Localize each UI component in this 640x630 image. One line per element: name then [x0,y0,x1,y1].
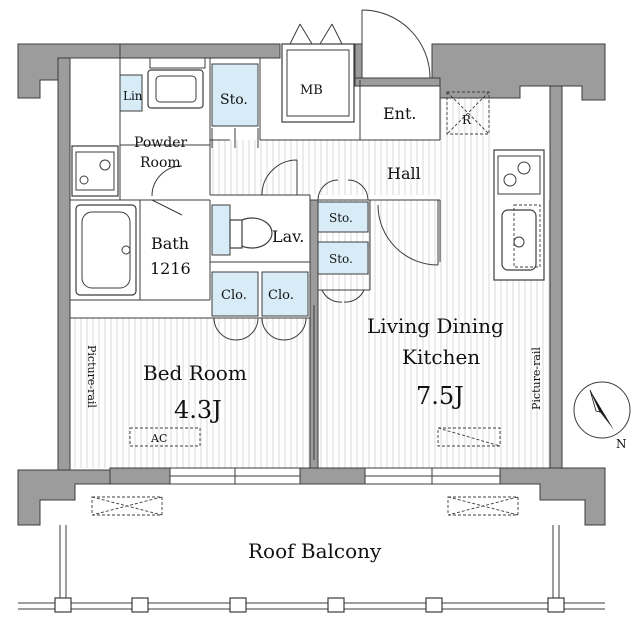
powder-storage [211,63,259,127]
linen-label: Lin [123,89,143,103]
entrance-label: Ent. [383,104,417,123]
linen-cupboard [119,74,143,112]
interior-walls [70,58,441,319]
closet-1 [211,271,259,317]
ac-unit-ldk [437,427,501,447]
bath-label: Bath [151,234,189,253]
ldk-door[interactable] [377,200,439,266]
bedroom-label: Bed Room [143,361,247,385]
washing-machine [71,145,119,197]
powder-room-label-1: Powder [134,135,188,151]
powder-room-label-2: Room [140,155,181,171]
compass: N [573,381,631,451]
balcony-label: Roof Balcony [248,539,382,563]
storage-upper [317,201,369,233]
meter-box [281,43,355,123]
picture-rail-left-label: Picture-rail [85,345,98,408]
kitchen-floor [440,85,490,285]
wash-basin [147,69,204,109]
picture-rail-right-label: Picture-rail [530,347,543,410]
storage-upper-label: Sto. [329,211,353,225]
storage-lower-label: Sto. [329,252,353,266]
balcony-railing [18,525,605,613]
stove [497,155,541,195]
bath-size-label: 1216 [150,259,191,278]
exterior-walls [17,43,606,526]
outdoor-unit-2 [447,496,519,516]
bedroom-size-label: 4.3J [174,396,222,424]
ac-unit-bedroom [129,427,201,447]
bedroom-floor [70,318,312,468]
hall-label: Hall [387,164,421,183]
ldk-size-label: 7.5J [416,382,464,410]
closet-2-label: Clo. [268,288,294,303]
closet-2 [261,271,309,317]
ac-label: AC [150,432,167,445]
compass-north-label: N [616,437,627,451]
storage-main-label: Sto. [220,92,248,108]
hall-floor [210,140,440,195]
bathtub [75,204,137,296]
ldk-label-1: Living Dining [367,314,504,338]
lavatory-label: Lav. [272,227,304,246]
storage-lower [317,241,369,275]
refrigerator-label: R [462,113,472,127]
closet-1-label: Clo. [221,288,247,303]
kitchen-sink [501,209,537,271]
windows [149,57,501,485]
outdoor-unit-1 [91,496,163,516]
entrance-door[interactable] [361,9,431,79]
meter-box-label: MB [300,83,323,98]
ldk-label-2: Kitchen [402,345,480,369]
refrigerator-space [446,91,490,135]
